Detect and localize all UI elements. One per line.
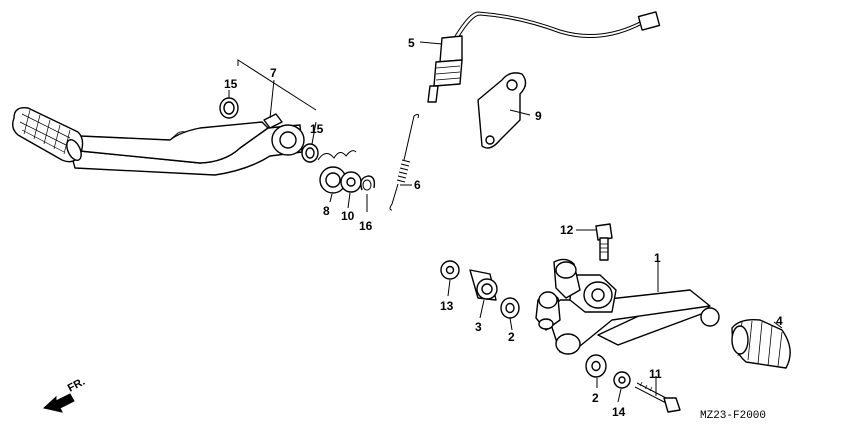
callout-14: 14 [612,405,626,419]
callout-1: 1 [654,251,661,265]
bracket-9 [477,72,527,149]
gearshift-pedal-1 [535,258,720,355]
callout-4: 4 [776,314,783,328]
return-spring-6 [389,113,419,211]
drawing-code: MZ23-F2000 [700,410,766,422]
dust-seal-8 [319,166,347,194]
front-direction-arrow: FR. [42,376,87,413]
callout-16: 16 [359,219,373,233]
callout-8: 8 [323,204,330,218]
callout-11: 11 [649,367,662,381]
washer-2-b [585,354,607,378]
callout-13: 13 [440,299,454,313]
callout-6: 6 [414,178,421,192]
callout-2-a: 2 [508,330,515,344]
bolt-11 [634,381,681,413]
callout-15-a: 15 [224,77,238,91]
washer-10 [340,171,362,193]
pedal-rubber-4 [731,318,791,369]
gearshift-pedal-upper [11,107,305,176]
callout-10: 10 [341,209,355,223]
callouts: 15 7 15 8 10 16 6 5 9 12 1 4 13 3 2 2 14… [224,36,783,419]
collar-3 [469,269,498,301]
leader-lines [228,41,783,403]
circlip-16 [360,175,376,191]
callout-15-b: 15 [310,122,324,136]
neutral-switch-5 [427,11,661,103]
callout-12: 12 [560,223,574,237]
pedal-grip-upper [11,107,84,163]
front-direction-label: FR. [66,376,87,395]
bolt-12 [595,223,613,261]
washer-14 [613,371,631,389]
washer-15-b [301,143,319,163]
washer-13 [440,260,460,280]
callout-3: 3 [475,320,482,334]
washer-15-a [219,97,239,119]
callout-7: 7 [270,66,277,80]
callout-5: 5 [408,36,415,50]
pivot-spring [317,150,357,161]
callout-2-b: 2 [592,391,599,405]
washer-2-a [500,297,520,319]
callout-9: 9 [535,109,542,123]
